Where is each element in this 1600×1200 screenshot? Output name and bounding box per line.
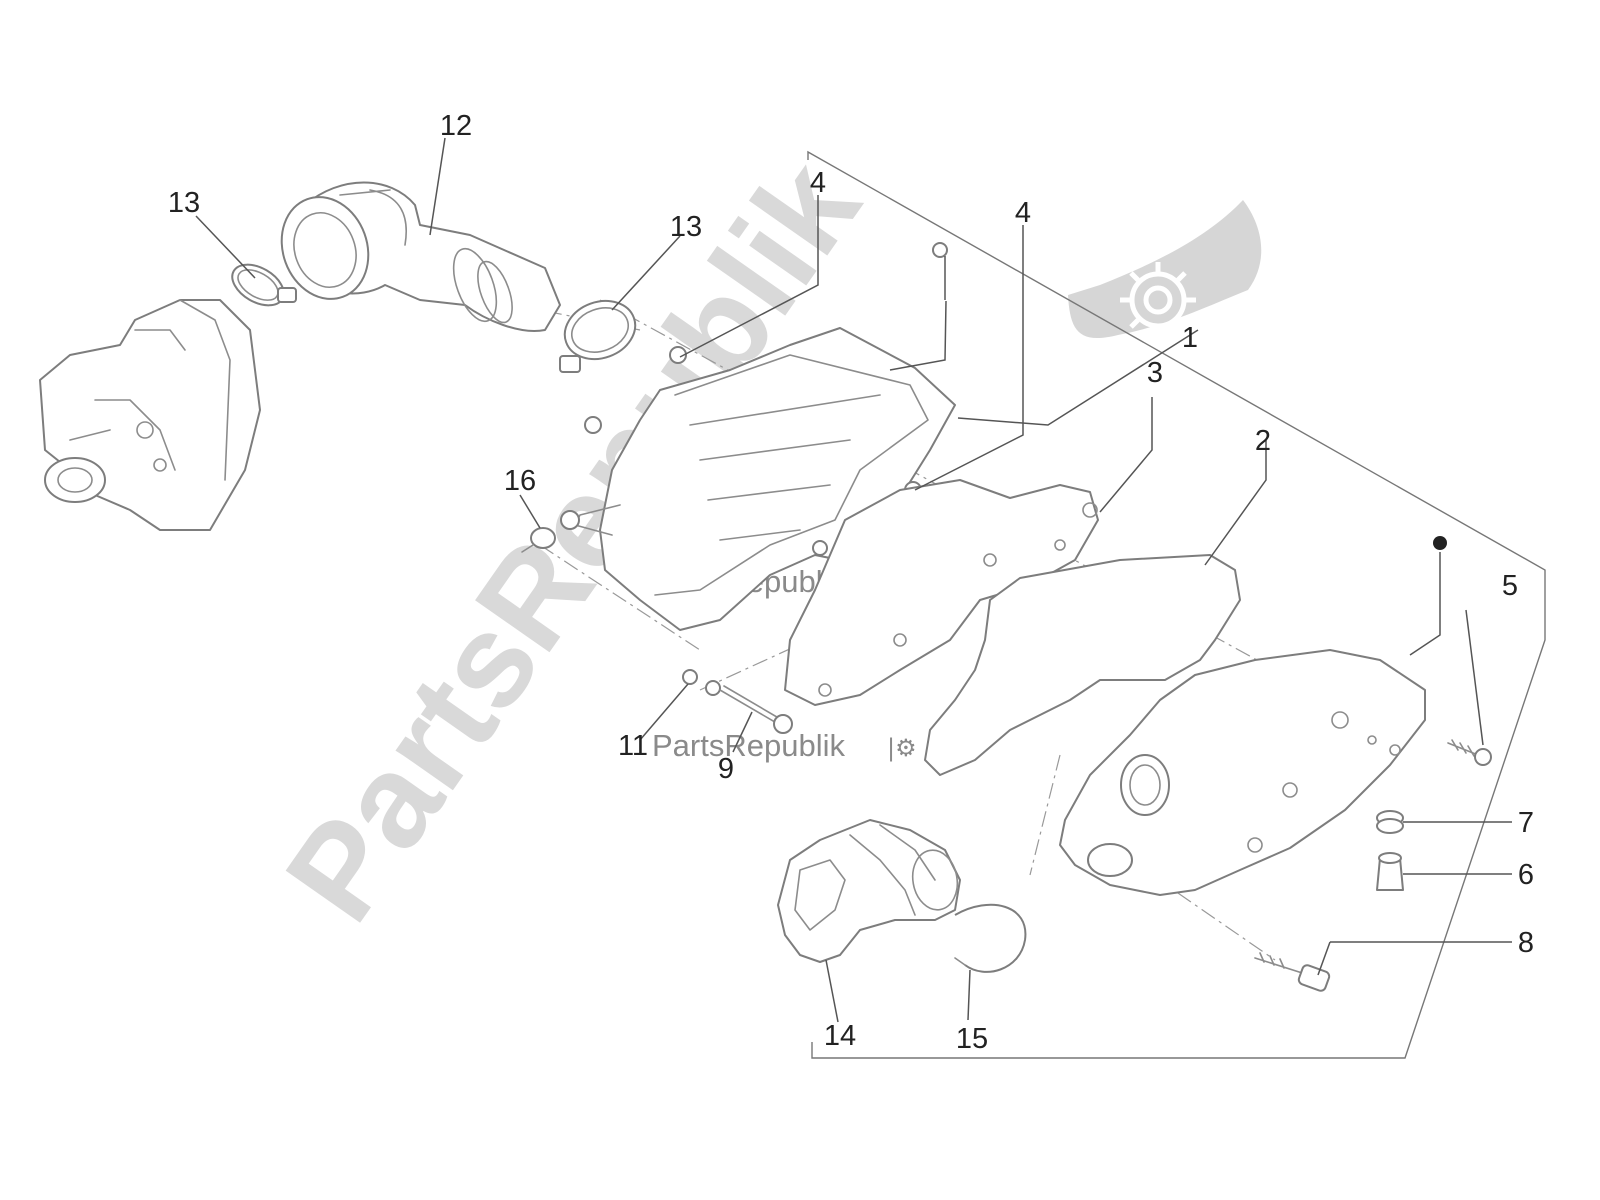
retaining-ring xyxy=(954,903,1027,973)
hose-clamp-right xyxy=(559,299,637,373)
screw-5 xyxy=(1447,739,1492,766)
callout-13-right: 13 xyxy=(670,211,702,243)
callout-8: 8 xyxy=(1518,927,1534,959)
callout-9: 9 xyxy=(718,753,734,785)
callout-4-top: 4 xyxy=(810,167,826,199)
callout-4-mid: 4 xyxy=(1015,197,1031,229)
spring-clip-16 xyxy=(521,527,556,553)
assembly-frame xyxy=(807,150,1546,1059)
callout-2: 2 xyxy=(1255,425,1271,457)
watermark-stamp-3: PartsRepublik |⚙ xyxy=(652,728,917,763)
gear-icon xyxy=(1120,262,1196,338)
callout-7: 7 xyxy=(1518,807,1534,839)
inlet-rubber xyxy=(777,819,961,963)
watermark-small-text: PartsRepublik xyxy=(652,728,845,763)
bolt-9 xyxy=(682,669,793,734)
callout-13-left: 13 xyxy=(168,187,200,219)
callout-11: 11 xyxy=(618,730,648,762)
cap-6 xyxy=(1376,852,1404,891)
screw-8 xyxy=(1254,952,1331,992)
intake-duct xyxy=(280,181,561,332)
callouts: 12 13 13 4 4 1 3 2 16 5 11 9 7 6 8 14 15 xyxy=(168,110,1534,1055)
callout-16: 16 xyxy=(504,465,536,497)
hose-clamp-left xyxy=(231,263,297,307)
callout-6: 6 xyxy=(1518,859,1534,891)
watermark-logo-icon xyxy=(1068,200,1262,339)
filter-housing xyxy=(560,242,956,631)
throttle-body xyxy=(39,299,261,531)
filter-cover xyxy=(1059,536,1447,896)
callout-14: 14 xyxy=(824,1020,856,1052)
callout-15: 15 xyxy=(956,1023,988,1055)
callout-3: 3 xyxy=(1147,357,1163,389)
callout-12: 12 xyxy=(440,110,472,142)
gasket xyxy=(924,554,1241,776)
callout-5: 5 xyxy=(1502,570,1518,602)
leader-lines xyxy=(195,137,1512,1023)
clip-7 xyxy=(1376,810,1404,834)
callout-1: 1 xyxy=(1182,322,1198,354)
gear-icon: |⚙ xyxy=(887,734,917,762)
